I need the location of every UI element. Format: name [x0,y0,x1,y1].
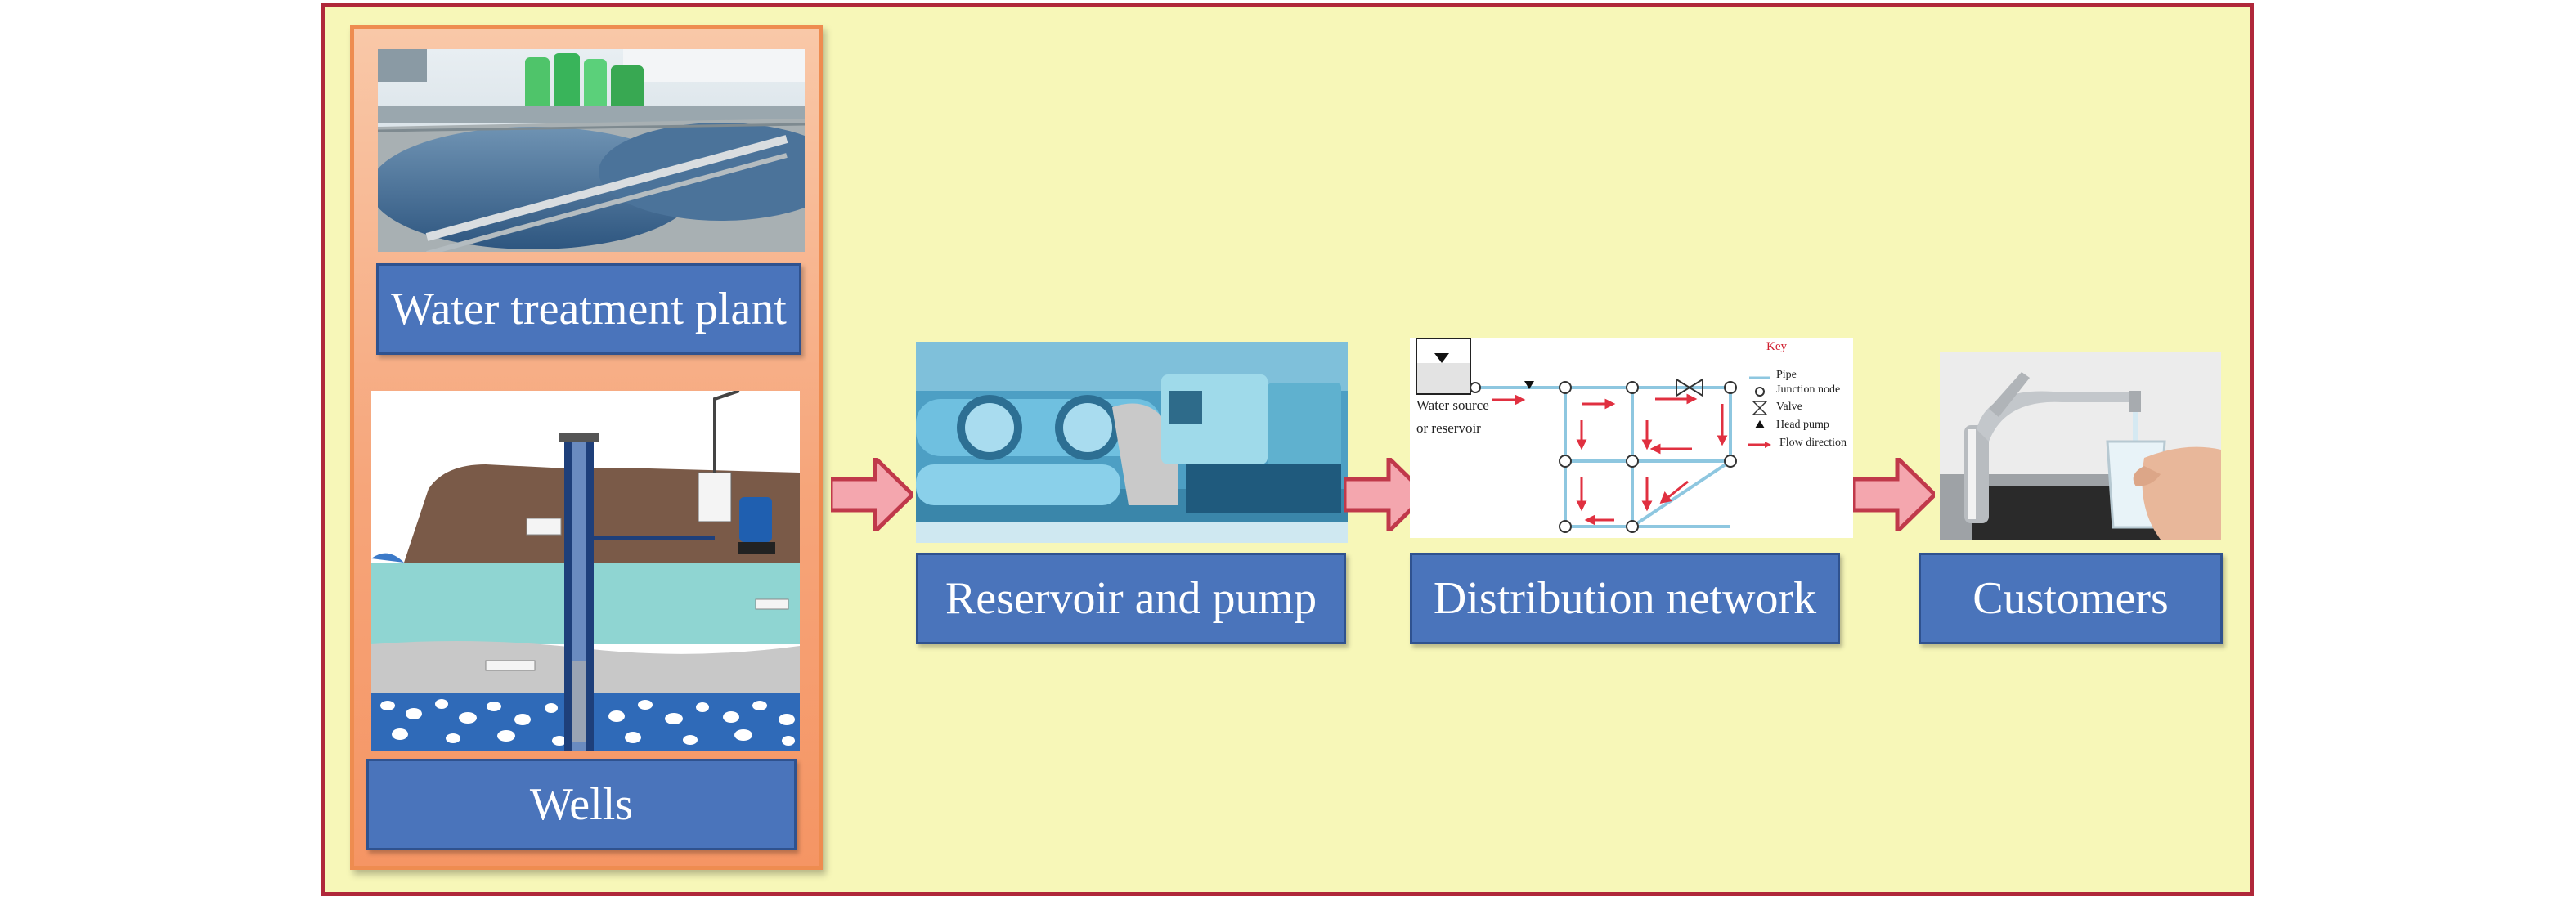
network-key-item-junction: Junction node [1776,383,1841,396]
wells-label-text: Wells [529,779,634,830]
network-source-label-1: Water source [1416,397,1489,413]
network-source-label-2: or reservoir [1416,420,1481,436]
customers-photo [1940,352,2221,540]
network-key-item-flow: Flow direction [1779,437,1847,449]
wells-diagram [371,391,800,751]
flow-arrow-2 [1344,458,1426,531]
network-key-title: Key [1766,340,1787,353]
reservoir-pump-photo [916,342,1348,543]
customers-label: Customers [1919,553,2223,644]
distribution-network-label-text: Distribution network [1433,573,1817,624]
network-key-item-pump: Head pump [1776,419,1829,431]
network-key-item-valve: Valve [1776,401,1802,413]
distribution-network-label: Distribution network [1410,553,1840,644]
flow-arrow-3 [1853,458,1935,531]
treatment-plant-photo [378,49,805,252]
reservoir-pump-label-text: Reservoir and pump [945,573,1317,624]
wells-label: Wells [366,759,797,850]
customers-label-text: Customers [1972,573,2169,624]
distribution-network-diagram: Water source or reservoir Key Pipe Junct… [1410,338,1853,538]
reservoir-pump-label: Reservoir and pump [916,553,1346,644]
treatment-plant-label: Water treatment plant [376,263,801,355]
flow-arrow-1 [831,458,913,531]
treatment-plant-label-text: Water treatment plant [391,284,787,334]
network-key-item-pipe: Pipe [1776,369,1797,381]
